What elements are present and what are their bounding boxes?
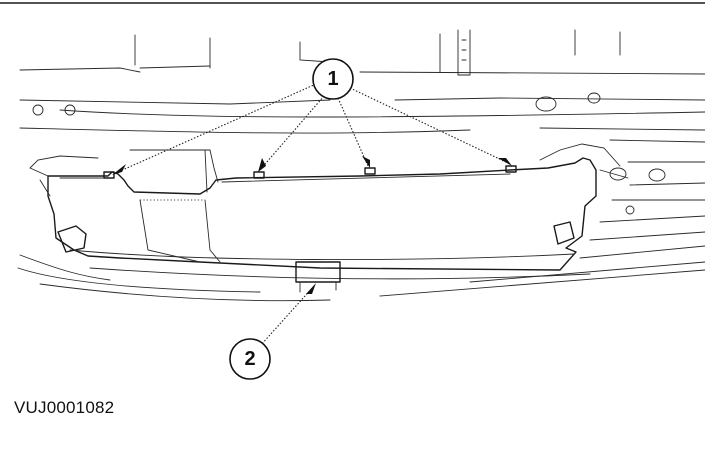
bumper-cover — [29, 143, 629, 280]
callout-2-label: 2 — [244, 348, 255, 370]
underbody-lines — [17, 215, 705, 302]
leader-lines — [117, 83, 511, 347]
callout-2: 2 — [229, 338, 271, 380]
lower-bracket — [295, 261, 341, 293]
vehicle-body-outline — [19, 29, 705, 201]
body-holes — [32, 92, 666, 215]
callout-1-label: 1 — [327, 68, 338, 90]
callout-1: 1 — [312, 58, 354, 100]
arrowheads — [112, 156, 512, 294]
figure-code: VUJ0001082 — [14, 398, 115, 417]
